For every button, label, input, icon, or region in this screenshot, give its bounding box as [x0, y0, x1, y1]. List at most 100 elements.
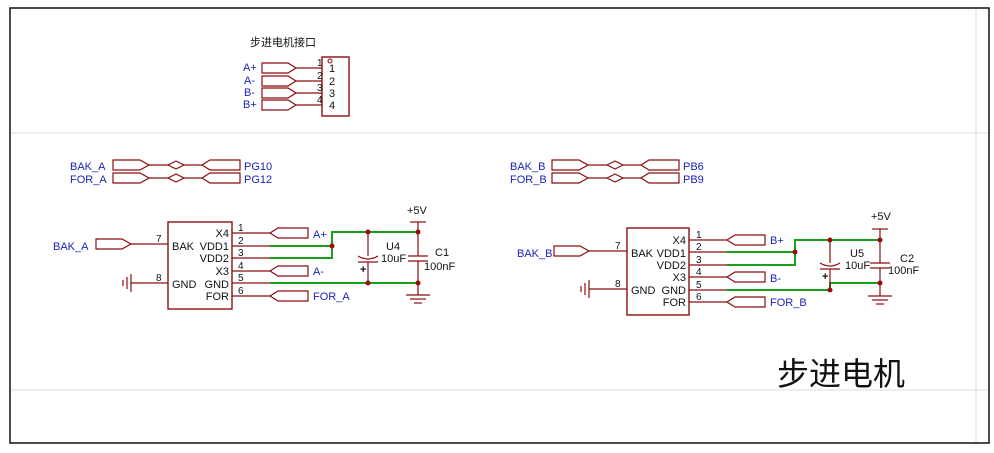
bridge-diamond	[605, 160, 625, 170]
pin-number: 1	[696, 230, 702, 241]
electrolytic-capacitor-icon	[357, 232, 379, 283]
cap-ref: U5	[850, 248, 864, 260]
pin-number: 6	[696, 292, 702, 303]
power-symbol-icon	[872, 228, 888, 240]
bridge-flag	[112, 172, 151, 184]
pin-number: 4	[238, 261, 244, 272]
bridge-diamond	[166, 173, 186, 183]
ground-icon	[122, 274, 132, 292]
power-net-label: +5V	[407, 205, 428, 217]
connector-net-label: A-	[244, 75, 255, 87]
output-flag	[725, 234, 766, 246]
connector-pin-name: 3	[329, 88, 335, 100]
pin-number: 2	[696, 242, 702, 253]
pin-number: 5	[238, 273, 244, 284]
bridge-to-label: PB6	[683, 161, 704, 173]
ground-icon	[406, 283, 430, 304]
power-net-label: +5V	[871, 211, 892, 223]
ic-pin-label: FOR	[206, 291, 229, 303]
junction-dot	[329, 243, 335, 249]
driver-input-net: BAK_A	[53, 241, 89, 253]
ic-pin-label: X3	[216, 266, 229, 278]
connector-pin-name: 4	[329, 100, 335, 112]
ic-pin-label: VDD2	[200, 253, 229, 265]
bridge-from-label: FOR_A	[70, 174, 107, 186]
bridge-diamond	[605, 173, 625, 183]
bridge-flag	[551, 172, 590, 184]
electrolytic-capacitor-icon	[819, 240, 841, 290]
cap-ref: U4	[386, 241, 400, 253]
cap-value: 100nF	[888, 265, 919, 277]
bridge-flag	[200, 172, 241, 184]
output-flag	[725, 271, 766, 283]
pin-number: 6	[238, 286, 244, 297]
output-flag	[725, 296, 766, 308]
cap-polarity: +	[360, 264, 366, 276]
pin-number: 8	[615, 279, 621, 290]
connector-row-2: A- 2 2	[244, 71, 335, 88]
output-net: FOR_B	[770, 297, 807, 309]
bridge-to-label: PG10	[244, 161, 272, 173]
pin-number: 7	[615, 241, 621, 252]
bridge-flag	[200, 159, 241, 171]
capacitor-icon	[870, 240, 890, 283]
ic-pin-label: VDD1	[200, 241, 229, 253]
pin-number: 5	[696, 280, 702, 291]
vdd-wire	[727, 239, 880, 253]
sheet-title: 步进电机	[777, 356, 905, 392]
bridge-flag	[551, 159, 590, 171]
bridge-to-label: PG12	[244, 174, 272, 186]
bridge-from-label: FOR_B	[510, 174, 547, 186]
capacitor-icon	[408, 232, 428, 283]
gnd-wire	[727, 282, 880, 291]
ic-pin-label: BAK	[172, 241, 195, 253]
pin-number: 3	[696, 255, 702, 266]
net-flag-b-minus	[261, 87, 298, 99]
pin-number: 3	[238, 248, 244, 259]
input-flag	[553, 245, 591, 257]
connector-row-3: B- 3 3	[244, 83, 335, 100]
connector-body	[321, 56, 350, 117]
net-flag-a-minus	[261, 75, 298, 87]
sheet-grid	[10, 10, 990, 443]
cap-value: 10uF	[381, 253, 406, 265]
connector-title: 步进电机接口	[250, 35, 316, 49]
ic-pin-label: VDD2	[657, 260, 686, 272]
bridge-from-label: BAK_A	[70, 161, 106, 173]
ic-pin-label: GND	[172, 279, 197, 291]
output-net: B+	[770, 235, 784, 247]
ic-pin-label: GND	[662, 285, 687, 297]
ic-pin-label: FOR	[663, 297, 686, 309]
bridge-flag	[639, 159, 680, 171]
bridge-from-label: BAK_B	[510, 161, 545, 173]
bridge-diamond	[166, 160, 186, 170]
connector-net-label: B+	[243, 99, 257, 111]
sheet-border	[9, 7, 990, 444]
driver-b: BAK_B 7 8 BAK GND X4 VDD1 VDD2 X3 GND FO…	[517, 211, 919, 316]
cap-polarity: +	[822, 271, 828, 283]
output-flag	[268, 290, 309, 302]
cap-value: 100nF	[424, 261, 455, 273]
connector-net-label: B-	[244, 87, 255, 99]
cap-ref: C2	[900, 253, 914, 265]
pin-number: 2	[238, 236, 244, 247]
junction-dot	[792, 249, 798, 255]
ic-pin-label: GND	[631, 285, 656, 297]
stepper-connector: 步进电机接口 A+ 1 1 A- 2 2 B- 3 3 B+	[243, 35, 350, 117]
vdd-wire	[727, 252, 796, 266]
input-flag	[95, 238, 133, 250]
cap-value: 10uF	[845, 260, 870, 272]
connector-pin-number: 3	[317, 83, 323, 94]
ic-pin-label: GND	[205, 279, 230, 291]
ground-icon	[868, 283, 892, 305]
net-bridge-right: BAK_B FOR_B PB6 PB9	[510, 159, 704, 186]
connector-pin-number: 2	[317, 71, 323, 82]
output-net: FOR_A	[313, 291, 350, 303]
bridge-flag	[639, 172, 680, 184]
output-flag	[268, 227, 309, 239]
pin-number: 8	[156, 273, 162, 284]
output-net: B-	[770, 273, 781, 285]
output-net: A+	[313, 229, 327, 241]
connector-pin1-marker	[327, 58, 333, 64]
